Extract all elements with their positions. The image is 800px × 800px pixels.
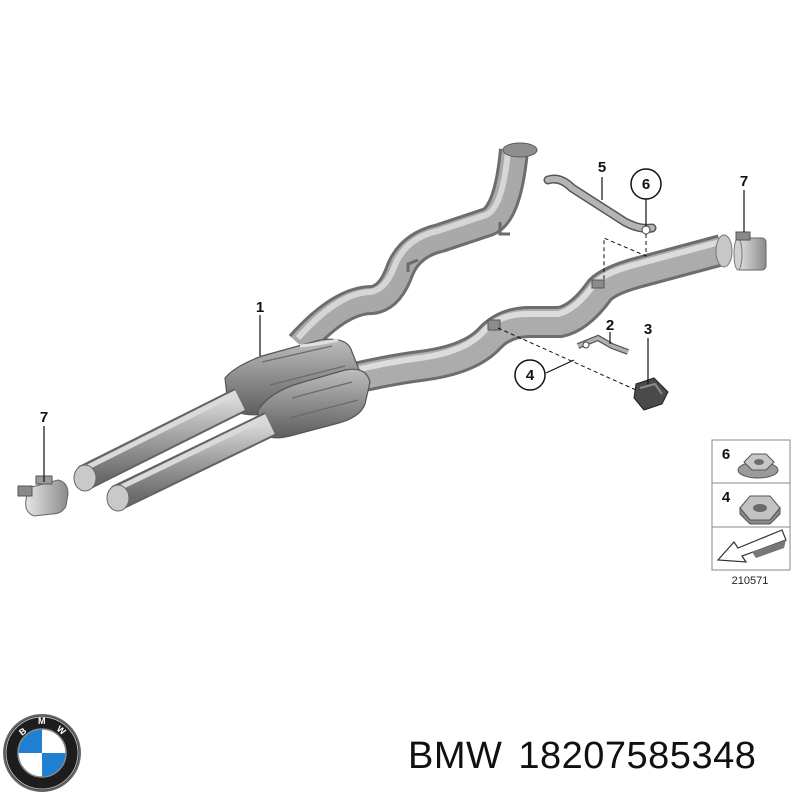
rubber-mount-part-3 <box>633 377 669 411</box>
callout-6: 6 <box>642 176 650 193</box>
callout-3: 3 <box>644 321 652 338</box>
flange-nut-icon <box>737 453 779 479</box>
callout-4-circle <box>514 359 546 391</box>
callout-6-circle <box>630 168 662 200</box>
front-pipe-upper <box>73 388 246 492</box>
part-title: BMW 18207585348 <box>408 735 772 778</box>
arrow-icon <box>716 529 787 563</box>
rear-pipe-upper <box>288 142 538 356</box>
reference-number: 210571 <box>732 575 769 587</box>
nut-icon <box>739 495 781 525</box>
legend-label-6: 6 <box>722 446 730 463</box>
svg-text:M: M <box>38 716 46 726</box>
leader-lines <box>43 177 745 482</box>
front-pipe-lower <box>106 412 276 512</box>
legend-label-4: 4 <box>722 489 731 506</box>
svg-text:B: B <box>17 725 29 737</box>
part-number: 18207585348 <box>518 735 757 777</box>
callout-1: 1 <box>256 299 264 316</box>
callout-2: 2 <box>606 317 614 334</box>
brand-name: BMW <box>408 735 503 777</box>
center-silencer-lower <box>257 368 371 439</box>
callout-4: 4 <box>526 367 535 384</box>
bmw-logo-icon: B M W <box>3 714 81 792</box>
dashed-assembly-lines <box>497 234 647 391</box>
clamp-right-part-7 <box>733 231 767 271</box>
callout-5: 5 <box>598 159 606 176</box>
clamp-left-part-7 <box>17 475 69 517</box>
callout-7-left: 7 <box>40 409 48 426</box>
callout-7-right: 7 <box>740 173 748 190</box>
rear-pipe-lower <box>351 234 733 394</box>
bracket-part-2 <box>576 334 630 355</box>
bracket-part-5 <box>543 174 657 235</box>
